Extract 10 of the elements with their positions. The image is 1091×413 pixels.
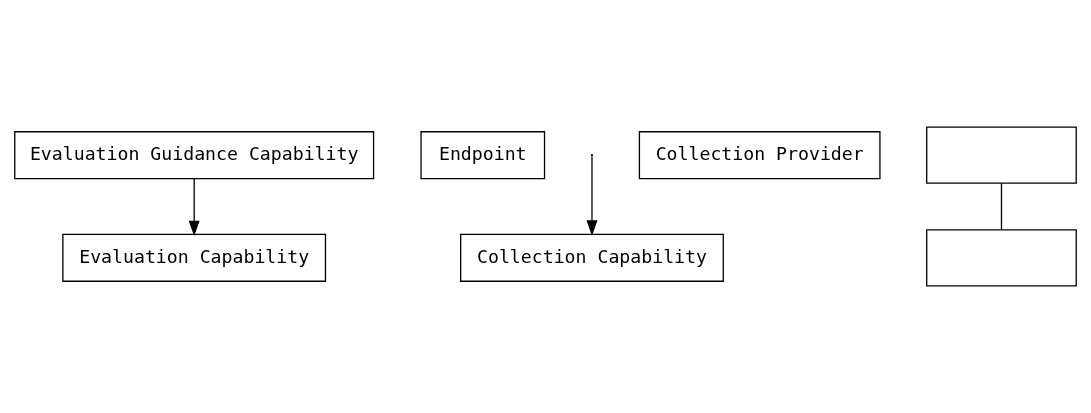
node-box: Endpoint <box>420 131 546 180</box>
arrow <box>586 155 598 236</box>
arrow <box>188 178 200 237</box>
node-box: Collection Capability <box>460 233 724 282</box>
node-box: Collection Provider <box>638 131 881 180</box>
connector <box>1000 182 1003 231</box>
node-box: Evaluation Capability <box>62 233 327 282</box>
node-box: Evaluation Guidance Capability <box>14 131 375 180</box>
node-box <box>926 126 1077 184</box>
node-box <box>926 229 1077 287</box>
